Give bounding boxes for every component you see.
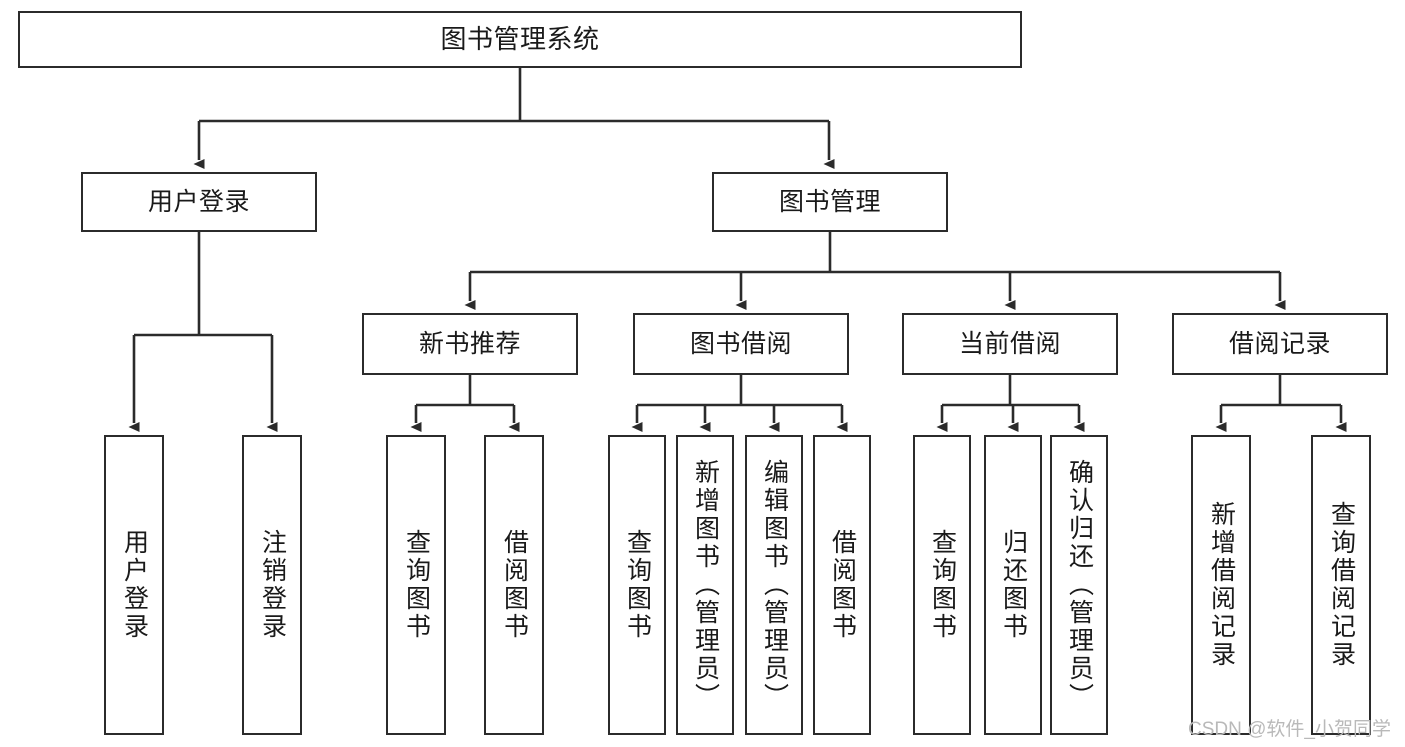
node-leaf-query-book-2[interactable]: 查询图书 — [608, 435, 666, 735]
node-leaf-add-book[interactable]: 新增图书（管理员） — [676, 435, 734, 735]
node-label: 查询图书 — [928, 529, 957, 641]
node-label: 用户登录 — [120, 529, 149, 641]
node-leaf-borrow-book-1[interactable]: 借阅图书 — [484, 435, 544, 735]
node-leaf-query-book-3[interactable]: 查询图书 — [913, 435, 971, 735]
node-label: 新书推荐 — [418, 329, 521, 358]
node-leaf-query-book-1[interactable]: 查询图书 — [386, 435, 446, 735]
node-label: 确认归还（管理员） — [1065, 459, 1094, 711]
node-label: 归还图书 — [999, 529, 1028, 641]
node-user-login[interactable]: 用户登录 — [81, 172, 317, 232]
node-label: 查询图书 — [623, 529, 652, 641]
node-new-book-recommend[interactable]: 新书推荐 — [362, 313, 578, 375]
node-root-system[interactable]: 图书管理系统 — [18, 11, 1022, 68]
node-label: 图书管理系统 — [440, 24, 600, 55]
node-leaf-query-record[interactable]: 查询借阅记录 — [1311, 435, 1371, 735]
node-label: 借阅记录 — [1228, 329, 1331, 358]
node-leaf-return-book[interactable]: 归还图书 — [984, 435, 1042, 735]
node-label: 注销登录 — [258, 529, 287, 641]
node-borrow-record[interactable]: 借阅记录 — [1172, 313, 1388, 375]
node-leaf-add-record[interactable]: 新增借阅记录 — [1191, 435, 1251, 735]
node-label: 查询借阅记录 — [1327, 501, 1356, 669]
node-label: 借阅图书 — [500, 529, 529, 641]
node-leaf-logout-login[interactable]: 注销登录 — [242, 435, 302, 735]
node-label: 图书管理 — [778, 187, 881, 216]
node-label: 编辑图书（管理员） — [760, 459, 789, 711]
node-leaf-borrow-book-2[interactable]: 借阅图书 — [813, 435, 871, 735]
node-label: 新增图书（管理员） — [691, 459, 720, 711]
csdn-watermark: CSDN @软件_小贺同学 — [1188, 719, 1391, 740]
node-leaf-edit-book[interactable]: 编辑图书（管理员） — [745, 435, 803, 735]
node-label: 当前借阅 — [958, 329, 1061, 358]
node-leaf-user-login[interactable]: 用户登录 — [104, 435, 164, 735]
node-current-borrow[interactable]: 当前借阅 — [902, 313, 1118, 375]
node-book-borrow[interactable]: 图书借阅 — [633, 313, 849, 375]
node-label: 新增借阅记录 — [1207, 501, 1236, 669]
node-label: 查询图书 — [402, 529, 431, 641]
node-label: 用户登录 — [147, 187, 250, 216]
node-leaf-confirm-return[interactable]: 确认归还（管理员） — [1050, 435, 1108, 735]
node-book-manage[interactable]: 图书管理 — [712, 172, 948, 232]
node-label: 图书借阅 — [689, 329, 792, 358]
node-label: 借阅图书 — [828, 529, 857, 641]
